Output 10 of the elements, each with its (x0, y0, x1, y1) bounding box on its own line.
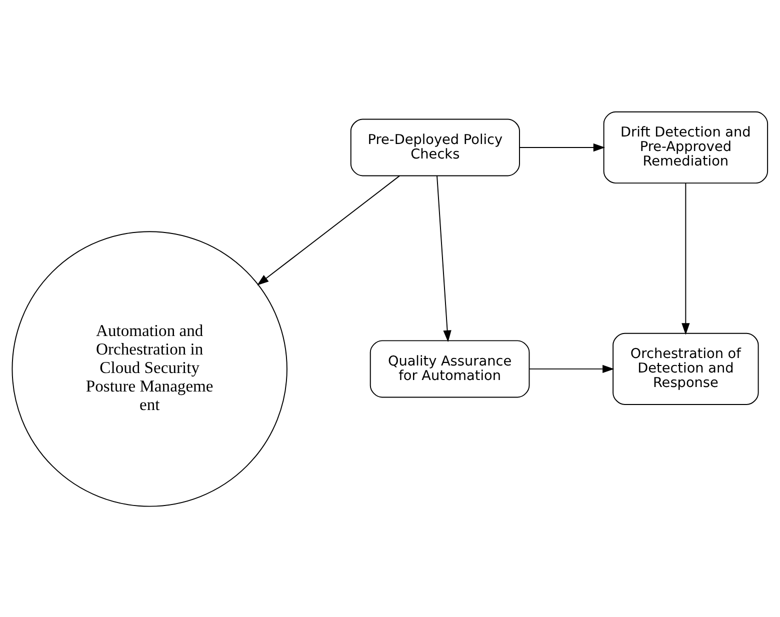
arrow (519, 142, 606, 152)
node-box: Quality Assurance for Automation (370, 340, 530, 398)
arrow (436, 174, 452, 342)
arrow (682, 182, 690, 334)
node-box: Orchestration of Detection and Response (612, 332, 759, 405)
node-box: Pre-Deployed Policy Checks (350, 118, 520, 176)
arrow (256, 174, 400, 285)
node-circle: Automation and Orchestration in Cloud Security Posture Manageme ent (12, 230, 288, 506)
node-box: Drift Detection and Pre-Approved Remediation (603, 110, 768, 184)
arrow (529, 364, 614, 373)
